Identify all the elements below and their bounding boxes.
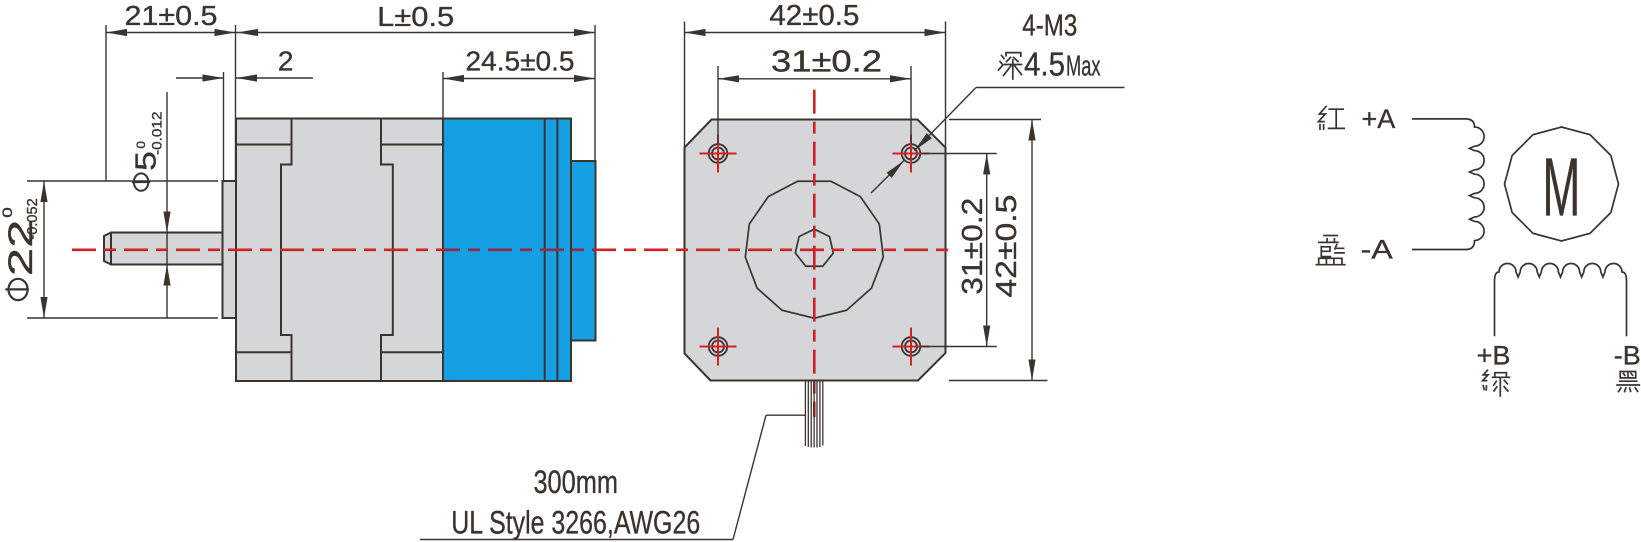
svg-text:L±0.5: L±0.5 xyxy=(377,1,454,32)
svg-text:-A: -A xyxy=(1361,235,1393,265)
svg-text:M: M xyxy=(1542,141,1580,234)
svg-text:+A: +A xyxy=(1362,104,1396,134)
svg-text:+B: +B xyxy=(1477,340,1511,370)
svg-text:31±0.2: 31±0.2 xyxy=(957,198,989,295)
svg-text:Max: Max xyxy=(1066,51,1101,83)
svg-text:22: 22 xyxy=(2,220,40,277)
svg-text:UL Style 3266,AWG26: UL Style 3266,AWG26 xyxy=(451,505,700,541)
svg-text:24.5±0.5: 24.5±0.5 xyxy=(466,46,575,77)
svg-text:0: 0 xyxy=(136,141,148,149)
svg-text:4.5: 4.5 xyxy=(1024,46,1065,83)
svg-text:5: 5 xyxy=(131,151,163,171)
svg-text:-0.052: -0.052 xyxy=(24,198,41,239)
svg-text:300mm: 300mm xyxy=(533,464,618,500)
svg-text:4-M3: 4-M3 xyxy=(1022,8,1077,43)
svg-text:-B: -B xyxy=(1614,340,1641,370)
svg-text:31±0.2: 31±0.2 xyxy=(771,44,882,79)
svg-text:42±0.5: 42±0.5 xyxy=(769,0,859,32)
svg-text:0: 0 xyxy=(0,207,15,218)
svg-text:2: 2 xyxy=(278,46,294,77)
svg-text:42±0.5: 42±0.5 xyxy=(991,195,1023,298)
svg-text:21±0.5: 21±0.5 xyxy=(125,0,218,31)
svg-text:-0.012: -0.012 xyxy=(148,111,164,155)
